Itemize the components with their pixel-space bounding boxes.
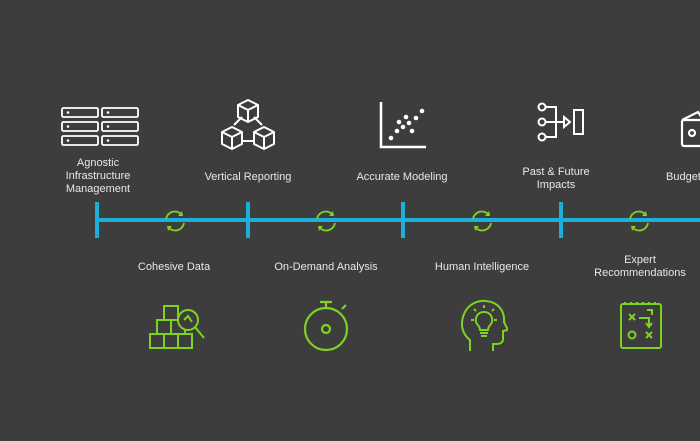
timeline-tick: [559, 202, 563, 238]
label-human-intelligence: Human Intelligence: [434, 261, 530, 273]
label-budget: Budget: [666, 171, 700, 183]
strategy-board-icon: [620, 302, 662, 349]
flow-diagram-icon: [537, 102, 584, 142]
stopwatch-icon: [303, 300, 349, 352]
label-past-future-impacts: Past & Future Impacts: [522, 166, 590, 191]
scatter-plot-icon: [379, 102, 426, 149]
label-on-demand-analysis: On-Demand Analysis: [274, 261, 378, 273]
timeline-tick: [401, 202, 405, 238]
boxes-magnifier-icon: [149, 305, 205, 349]
wallet-icon: [680, 110, 700, 148]
label-agnostic-infrastructure: Agnostic Infrastructure Management: [65, 157, 131, 195]
cycle-arrows-icon: [165, 210, 185, 232]
label-vertical-reporting: Vertical Reporting: [204, 171, 292, 183]
label-cohesive-data: Cohesive Data: [137, 261, 211, 273]
timeline-bar: [97, 218, 700, 222]
cycle-arrows-icon: [316, 210, 336, 232]
server-rack-icon: [61, 107, 139, 146]
label-accurate-modeling: Accurate Modeling: [356, 171, 448, 183]
cycle-arrows-icon: [472, 210, 492, 232]
timeline-tick: [246, 202, 250, 238]
cubes-network-icon: [221, 99, 275, 150]
label-expert-recommendations: Expert Recommendations: [594, 254, 686, 279]
head-lightbulb-icon: [461, 299, 508, 351]
cycle-arrows-icon: [629, 210, 649, 232]
timeline-tick: [95, 202, 99, 238]
